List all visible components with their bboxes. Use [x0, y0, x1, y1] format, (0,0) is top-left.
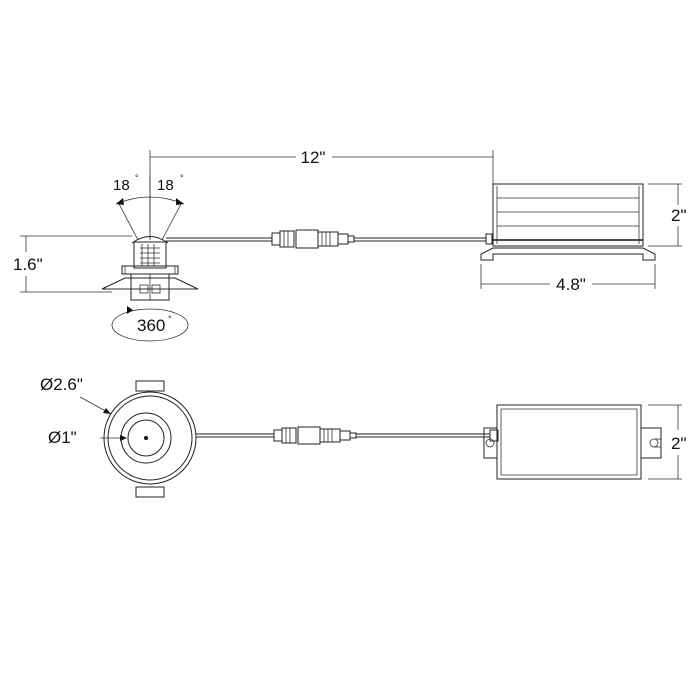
driver-height-side-label: 2" [671, 206, 687, 225]
driver-height-dimension-side: 2" [648, 183, 687, 247]
tilt-right-degree: ° [180, 173, 184, 183]
diameter-dimensions: Ø2.6" Ø1" [40, 375, 127, 447]
fixture-height-dimension: 1.6" [13, 235, 132, 293]
fixture-top [103, 380, 197, 498]
top-view: Ø2.6" Ø1" [40, 375, 687, 498]
rotation-degree: ° [168, 314, 172, 324]
fixture-height-label: 1.6" [13, 255, 43, 274]
driver-length-label: 4.8" [556, 275, 586, 294]
side-view: 12" 18 ° 18 ° 1.6" [13, 148, 687, 342]
fixture-side [101, 236, 199, 301]
rotation-label: 360 [137, 316, 165, 335]
tilt-angle-dimension: 18 ° 18 ° [113, 173, 185, 241]
trim-diameter-label: Ø2.6" [40, 375, 83, 394]
aperture-diameter-label: Ø1" [48, 428, 77, 447]
cable-side [166, 229, 493, 249]
length-label: 12" [301, 148, 326, 167]
driver-length-dimension: 4.8" [480, 264, 656, 294]
overall-length-dimension: 12" [149, 148, 494, 232]
tilt-left-degree: ° [135, 173, 139, 183]
driver-height-dimension-top: 2" [648, 404, 687, 480]
driver-height-top-label: 2" [671, 434, 687, 453]
cable-top [196, 426, 499, 445]
driver-top [483, 404, 662, 480]
driver-side [480, 183, 656, 261]
tilt-left-label: 18 [113, 177, 130, 194]
rotation-indicator: 360 ° [111, 306, 189, 342]
tilt-right-label: 18 [157, 177, 174, 194]
